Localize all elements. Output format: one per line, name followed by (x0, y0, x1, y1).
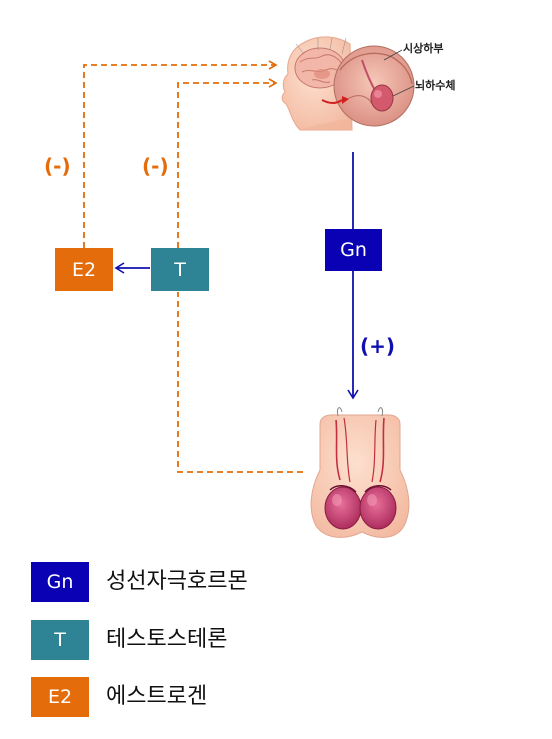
legend-gn-label: 성선자극호르몬 (106, 569, 248, 594)
right-testis (359, 486, 397, 530)
legend-t-box: T (31, 620, 89, 660)
gn-box: Gn (325, 229, 382, 271)
hypothalamus-label: 시상하부 (403, 42, 444, 55)
t-feedback-line (177, 78, 278, 248)
e2-feedback-line (83, 60, 278, 248)
testes-illustration (310, 407, 410, 538)
negative-sign-e2: (-) (44, 154, 71, 178)
testes-to-t-line (177, 292, 303, 473)
e2-box: E2 (55, 248, 113, 291)
brain-illustration (281, 36, 415, 131)
negative-sign-t: (-) (142, 154, 169, 178)
t-box: T (151, 248, 209, 291)
positive-sign: (+) (360, 334, 396, 358)
scrotum (310, 414, 410, 538)
legend-t-label: 테스토스테론 (106, 627, 228, 652)
inset-circle (333, 45, 415, 127)
left-testis (324, 486, 362, 530)
pituitary-gland (370, 84, 394, 112)
pituitary-label: 뇌하수체 (415, 79, 456, 92)
legend-gn-box: Gn (31, 562, 89, 602)
legend-e2-box: E2 (31, 677, 89, 717)
legend-e2-label: 에스트로겐 (106, 684, 208, 709)
